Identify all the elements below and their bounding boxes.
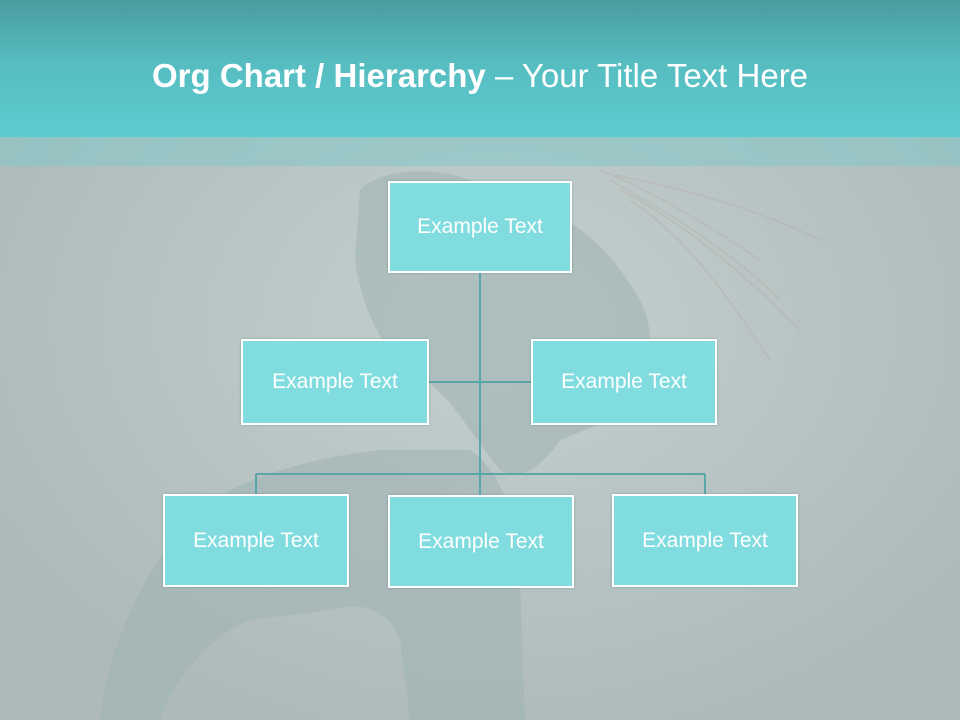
org-node-label: Example Text — [642, 528, 768, 552]
org-node-label: Example Text — [272, 370, 398, 393]
title-rest-part: – Your Title Text Here — [485, 57, 809, 94]
org-node-assistant-right[interactable]: Example Text — [531, 339, 717, 425]
org-node-label: Example Text — [418, 529, 544, 553]
org-node-label: Example Text — [561, 370, 687, 393]
org-node-child-1[interactable]: Example Text — [163, 494, 349, 587]
org-node-label: Example Text — [417, 215, 543, 238]
org-node-child-3[interactable]: Example Text — [612, 494, 798, 587]
header-band — [0, 0, 960, 137]
header-sub-band — [0, 137, 960, 166]
org-node-child-2[interactable]: Example Text — [388, 495, 574, 588]
org-node-assistant-left[interactable]: Example Text — [241, 339, 429, 425]
slide-title: Org Chart / Hierarchy – Your Title Text … — [152, 52, 808, 100]
org-node-label: Example Text — [193, 528, 319, 552]
org-node-root[interactable]: Example Text — [388, 181, 572, 273]
title-bold-part: Org Chart / Hierarchy — [152, 57, 486, 94]
